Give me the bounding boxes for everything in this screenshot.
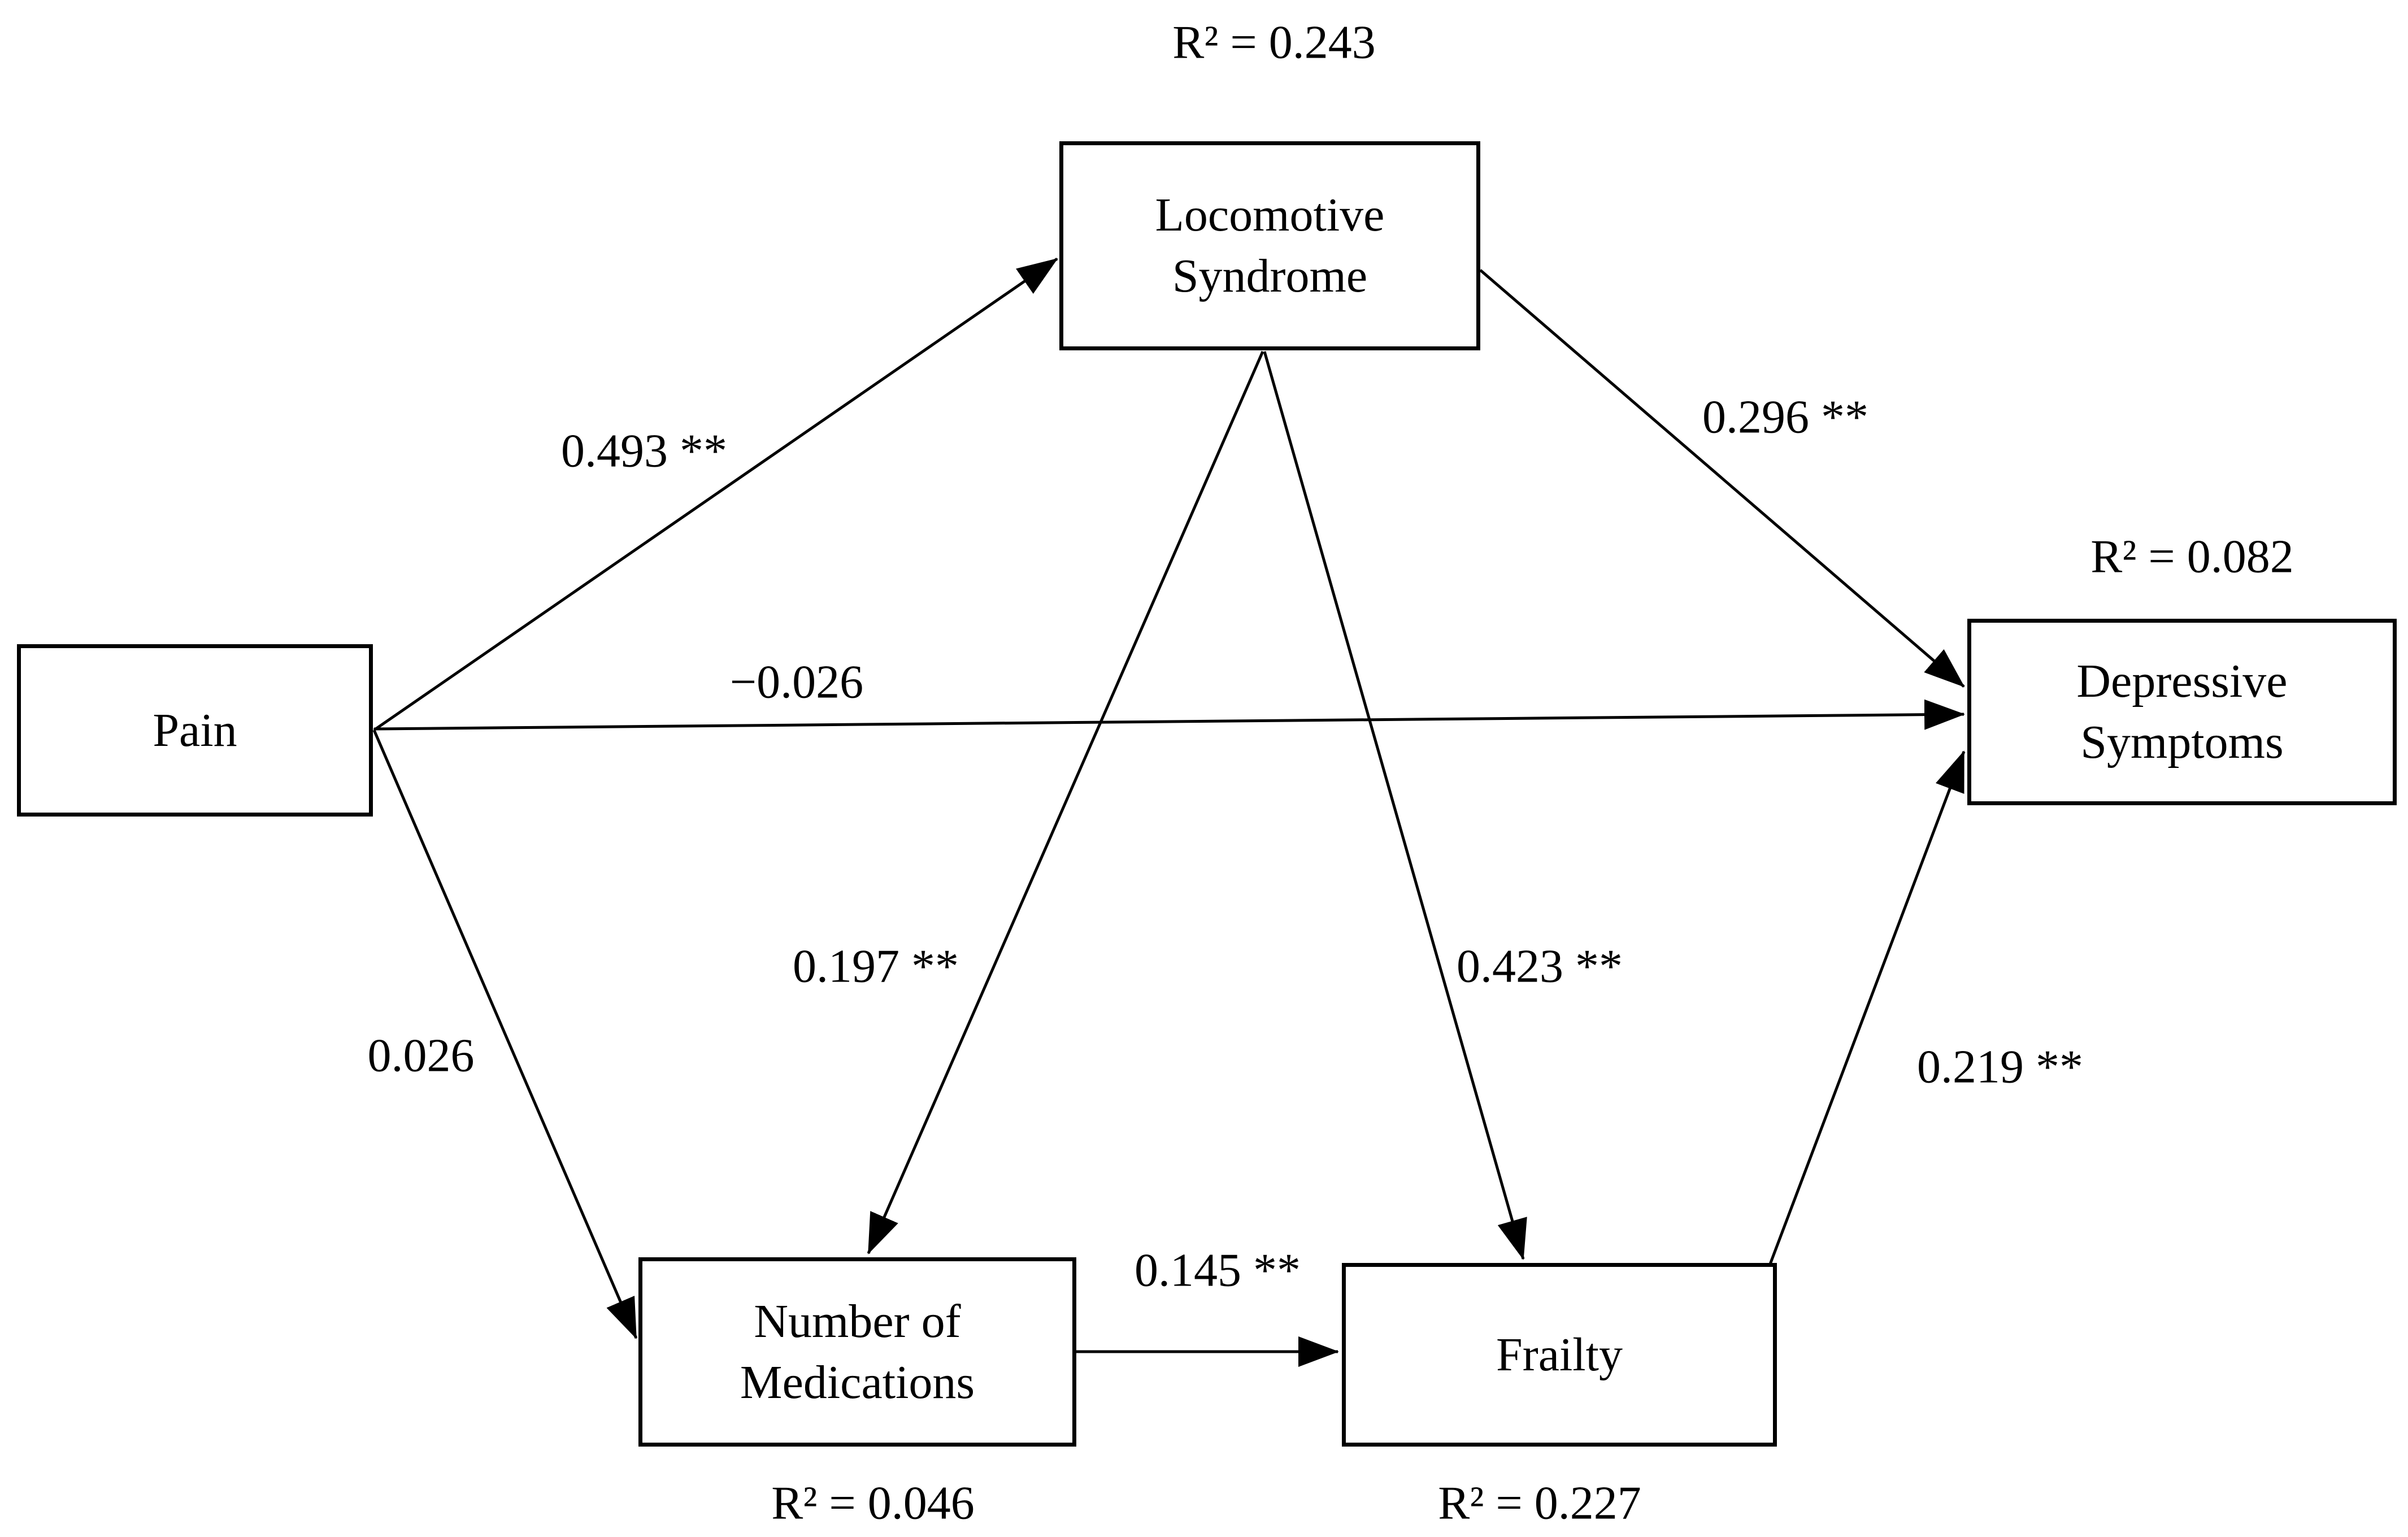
node-number-of-medications-label: Number of Medications	[740, 1291, 975, 1413]
node-pain-label: Pain	[153, 700, 237, 761]
coef-locomotive-to-frailty: 0.423 **	[1457, 940, 1623, 993]
r2-frailty: R² = 0.227	[1438, 1477, 1641, 1530]
node-depressive-symptoms-label-line2: Symptoms	[2080, 716, 2284, 768]
node-pain-label-line1: Pain	[153, 704, 237, 757]
arrow-locomotive-to-medications	[867, 350, 1264, 1254]
r2-locomotive-syndrome: R² = 0.243	[1172, 16, 1376, 69]
node-number-of-medications-label-line2: Medications	[740, 1356, 975, 1409]
node-depressive-symptoms-label-line1: Depressive	[2076, 655, 2288, 708]
node-locomotive-syndrome-label-line1: Locomotive	[1155, 189, 1385, 242]
node-frailty: Frailty	[1342, 1263, 1777, 1447]
r2-depressive-symptoms: R² = 0.082	[2090, 530, 2294, 583]
coef-pain-to-medications: 0.026	[367, 1029, 475, 1082]
node-depressive-symptoms: Depressive Symptoms	[1967, 619, 2397, 805]
coef-pain-to-locomotive: 0.493 **	[561, 424, 727, 477]
arrow-locomotive-to-depressive	[1479, 269, 1965, 688]
node-locomotive-syndrome-label: Locomotive Syndrome	[1155, 185, 1385, 306]
node-number-of-medications: Number of Medications	[638, 1257, 1076, 1447]
arrow-pain-to-medications	[372, 730, 638, 1339]
coef-medications-to-frailty: 0.145 **	[1135, 1244, 1301, 1297]
node-locomotive-syndrome-label-line2: Syndrome	[1172, 250, 1368, 302]
node-pain: Pain	[17, 644, 373, 817]
node-frailty-label: Frailty	[1496, 1325, 1623, 1386]
coef-frailty-to-depressive: 0.219 **	[1917, 1040, 2083, 1093]
arrow-frailty-to-depressive	[1767, 750, 1966, 1269]
node-frailty-label-line1: Frailty	[1496, 1328, 1623, 1381]
node-locomotive-syndrome: Locomotive Syndrome	[1059, 141, 1480, 350]
coef-pain-to-depressive: −0.026	[729, 655, 864, 709]
coef-locomotive-to-medications: 0.197 **	[793, 940, 959, 993]
node-depressive-symptoms-label: Depressive Symptoms	[2076, 651, 2287, 772]
arrow-pain-to-locomotive	[373, 257, 1058, 732]
coef-locomotive-to-depressive: 0.296 **	[1702, 390, 1868, 444]
arrow-locomotive-to-frailty	[1263, 351, 1527, 1260]
arrow-pain-to-depressive	[373, 699, 1965, 731]
r2-number-of-medications: R² = 0.046	[771, 1477, 975, 1530]
node-number-of-medications-label-line1: Number of	[754, 1295, 961, 1348]
